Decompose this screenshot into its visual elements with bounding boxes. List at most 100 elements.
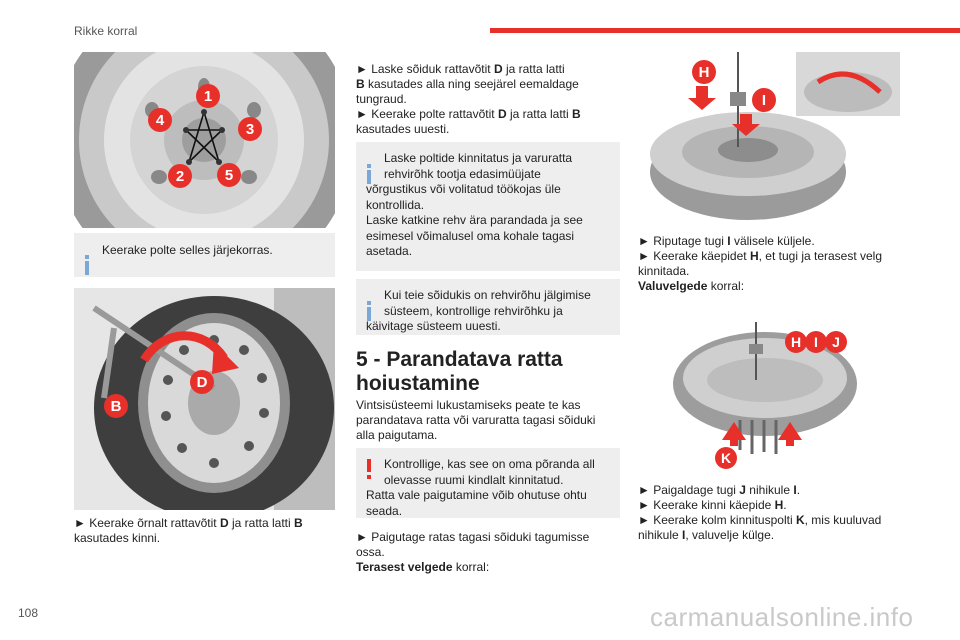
text-line: Vintsisüsteemi lukustamiseks peate te ka… [356,398,581,412]
running-header: Rikke korral [74,24,138,38]
heading-line: 5 - Parandatava ratta [356,348,563,371]
text-span: K [795,513,805,527]
note-line: käivitage süsteem uuesti. [366,319,501,333]
text-span: , mis kuuluvad [804,513,882,527]
text-line: kasutades kinni. [74,531,161,545]
text-span: , valuvelje külge. [685,528,775,542]
paragraph-alloy-rim: ► Paigaldage tugi J nihikule I. ► Keerak… [638,483,928,543]
text-span: kasutades alla ning seejärel eemaldage [364,77,579,91]
text-span: H [774,498,784,512]
bolt-label-3: 3 [246,121,254,138]
label-d: D [197,374,208,391]
info-icon [365,290,373,321]
text-span: Terasest velgede [356,560,453,574]
text-span: ja ratta latti [502,62,565,76]
paragraph-place-wheel: ► Paigutage ratas tagasi sõiduki tagumis… [356,530,626,575]
label-h: H [699,64,710,81]
note-line: Kui teie sõidukis on rehvirõhu jälgimise [384,288,591,302]
bolt-label-2: 2 [176,168,184,185]
label-k: K [721,450,731,466]
text-span: D [493,62,503,76]
section-heading: 5 - Parandatava ratta hoiustamine [356,348,626,396]
text-line: ossa. [356,545,385,559]
text-span: B [294,516,303,530]
note-line: Laske poltide kinnitatus ja varuratta [384,151,573,165]
note-line: Laske katkine rehv ära parandada ja see [366,213,583,227]
text-line: alla paigutama. [356,428,438,442]
label-b: B [111,398,122,415]
text-span: Keerake õrnalt rattavõtit [85,516,220,530]
watermark: carmanualsonline.info [650,602,914,632]
paragraph-winch: Vintsisüsteemi lukustamiseks peate te ka… [356,398,626,443]
paragraph-tighten-bolts: ► Keerake õrnalt rattavõtit D ja ratta l… [74,516,344,546]
note-line: olevasse ruumi kindlalt kinnitatud. [384,472,564,487]
text-span: ► Keerake polte rattavõtit [356,107,498,121]
bullet-arrow: ► [74,516,86,530]
text-span: I [793,483,797,497]
info-note-check-pressure: Laske poltide kinnitatus ja varuratta re… [356,142,620,271]
label-i: I [814,334,818,350]
note-line: Ratta vale paigutamine võib ohutuse ohtu [366,488,587,502]
steel-rim-spare-wheel-illustration: H I [648,52,908,224]
info-note-tpms: Kui teie sõidukis on rehvirõhu jälgimise… [356,279,620,335]
warning-note: Kontrollige, kas see on oma põranda all … [356,448,620,518]
bolt-label-5: 5 [225,167,233,184]
text-span: B [572,107,581,121]
text-span: ► Keerake käepidet [638,249,750,263]
label-i: I [762,92,766,109]
text-span: välisele küljele. [730,234,815,248]
text-span: nihikule [745,483,794,497]
text-span: Valuvelgede [638,279,708,293]
label-j: J [832,334,840,350]
note-line: kontrollida. [366,197,425,212]
wheel-wrench-illustration: D B [74,288,335,510]
text-span: ja ratta latti [228,516,295,530]
note-line: võrgustikus või volitatud töökojas üle [366,182,561,196]
note-text: Keerake polte selles järjekorras. [102,243,273,257]
note-line: Kontrollige, kas see on oma põranda all [384,457,595,471]
warning-icon [365,459,373,479]
text-span: ► Keerake kolm kinnituspolti [638,513,796,527]
text-span: ► Keerake kinni käepide [638,498,775,512]
text-span: korral: [707,279,745,293]
alloy-rim-spare-wheel-illustration: H I J K [670,322,860,472]
bolt-label-1: 1 [204,88,212,105]
text-span: korral: [452,560,490,574]
text-span: J [739,483,746,497]
note-line: süsteem, kontrollige rehvirõhku ja [384,303,563,318]
text-span: H [749,249,759,263]
text-line: parandatava ratta või varuratta tagasi s… [356,413,596,427]
text-span: ► Riputage tugi [638,234,728,248]
text-span: D [497,107,507,121]
text-line: tungraud. [356,92,407,106]
text-span: ► Laske sõiduk rattavõtit [356,62,494,76]
label-h: H [791,334,801,350]
info-icon [365,153,373,184]
text-span: D [219,516,229,530]
text-span: , et tugi ja terasest velg [758,249,883,263]
wheel-bolt-order-illustration: 1 2 3 4 5 [74,52,335,228]
text-span: ► Paigaldage tugi [638,483,740,497]
text-span: I [682,528,686,542]
page-number: 108 [18,606,39,620]
text-line: kinnitada. [638,264,690,278]
paragraph-lower-vehicle: ► Laske sõiduk rattavõtit D ja ratta lat… [356,62,626,137]
text-line: kasutades uuesti. [356,122,450,136]
text-span: nihikule [638,528,683,542]
text-span: I [727,234,731,248]
text-line: ► Paigutage ratas tagasi sõiduki tagumis… [356,530,590,544]
paragraph-steel-rim: ► Riputage tugi I välisele küljele. ► Ke… [638,234,918,294]
bolt-label-4: 4 [156,112,165,129]
note-line: asetada. [366,244,413,258]
note-line: rehvirõhk tootja edasimüüjate [384,166,541,181]
note-line: seada. [366,503,403,518]
text-span: . [783,498,787,512]
text-span: ja ratta latti [506,107,572,121]
header-accent-bar [490,28,960,33]
text-span: . [796,483,801,497]
note-line: esimesel võimalusel oma kohale tagasi [366,228,575,243]
heading-line: hoiustamine [356,372,480,395]
info-note-bolt-order: Keerake polte selles järjekorras. [74,233,335,277]
info-icon [83,244,91,275]
text-span: B [356,77,365,91]
